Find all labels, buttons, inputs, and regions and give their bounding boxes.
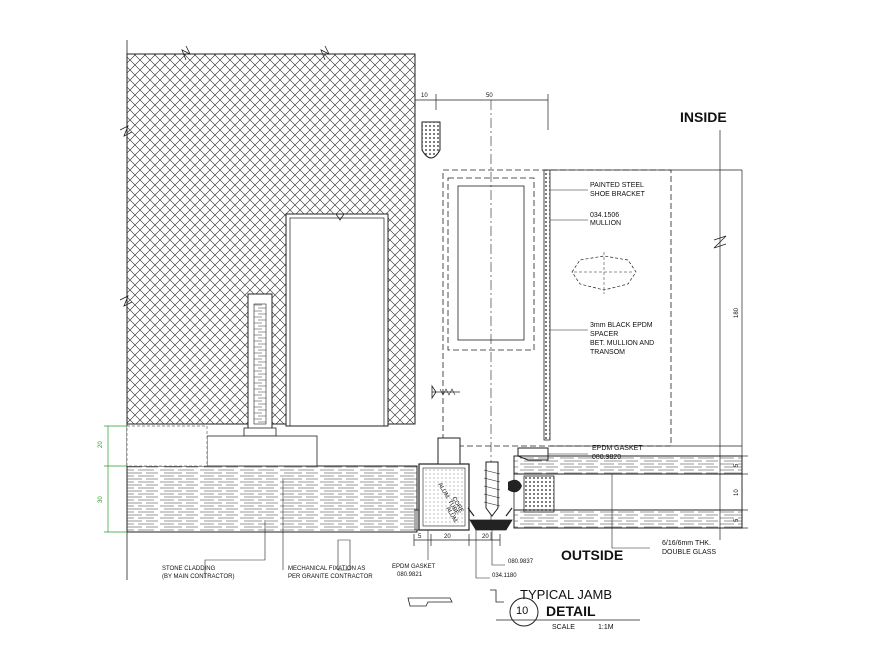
shoe-bracket-label: SHOE BRACKET [590,191,645,198]
dim-bottom-5: 5 [418,534,422,540]
bottom-dimensions [413,534,501,546]
mechanical-fixation-label-2: PER GRANITE CONTRACTOR [288,574,373,580]
title-line-2: DETAIL [546,603,596,619]
base-slab [126,425,418,533]
title-block [496,597,640,627]
dim-left-30: 30 [98,496,104,503]
dim-right-180: 180 [734,307,740,318]
center-screw [467,461,513,531]
mechanical-fixation-label-1: MECHANICAL FIXATION AS [288,566,366,572]
stone-cladding-label-2: (BY MAIN CONTRACTOR) [162,574,235,580]
glass-label-1: 6/16/6mm THK. [662,540,711,547]
stone-cladding-label-1: STONE CLADDING [162,566,216,572]
gasket-right-code: 080.9820 [592,454,622,461]
spacer-label-4: TRANSOM [590,349,625,356]
gasket-left-code: 080.9821 [397,572,423,578]
inside-label: INSIDE [680,109,727,125]
spacer-label-3: BET. MULLION AND [590,340,655,347]
backer-rod [421,121,441,159]
title-number: 10 [516,605,529,617]
epdm-gasket-left-label: EPDM GASKET [392,564,436,570]
spacer-label-1: 3mm BLACK EPDM [590,322,653,329]
top-dimensions [414,94,549,130]
dim-right-10: 10 [734,489,740,496]
screw [431,384,460,400]
dim-right-5b: 5 [734,518,740,522]
title-line-1: TYPICAL JAMB [520,587,612,602]
code-9837-label: 080.9837 [508,559,534,565]
scale-value: 1:1M [598,624,614,631]
profile-sketches [407,589,504,607]
spacer-label-2: SPACER [590,331,619,338]
glass-label-2: DOUBLE GLASS [662,549,717,556]
leader-lines [204,189,650,579]
left-dimensions [104,425,127,533]
alum-profile [414,437,470,531]
outside-label: OUTSIDE [561,547,624,563]
mechanical-fixation-frame [285,213,389,427]
double-glass [513,455,743,529]
right-dimensions [713,130,748,540]
mullion-code-label: 034.1506 [590,212,620,219]
dim-bottom-20b: 20 [482,534,489,540]
shoe-bracket [543,169,742,447]
mullion-label: MULLION [590,220,622,227]
scale-label: SCALE [552,624,575,631]
dim-left-20: 20 [98,441,104,448]
dim-top-10: 10 [421,93,428,99]
dim-top-50: 50 [486,93,493,99]
epdm-gasket-right-label: EPDM GASKET [592,445,643,452]
code-1180-label: 034.1180 [492,573,517,579]
painted-steel-label: PAINTED STEEL [590,182,644,189]
dim-right-5a: 5 [734,463,740,467]
dim-bottom-20a: 20 [444,534,451,540]
